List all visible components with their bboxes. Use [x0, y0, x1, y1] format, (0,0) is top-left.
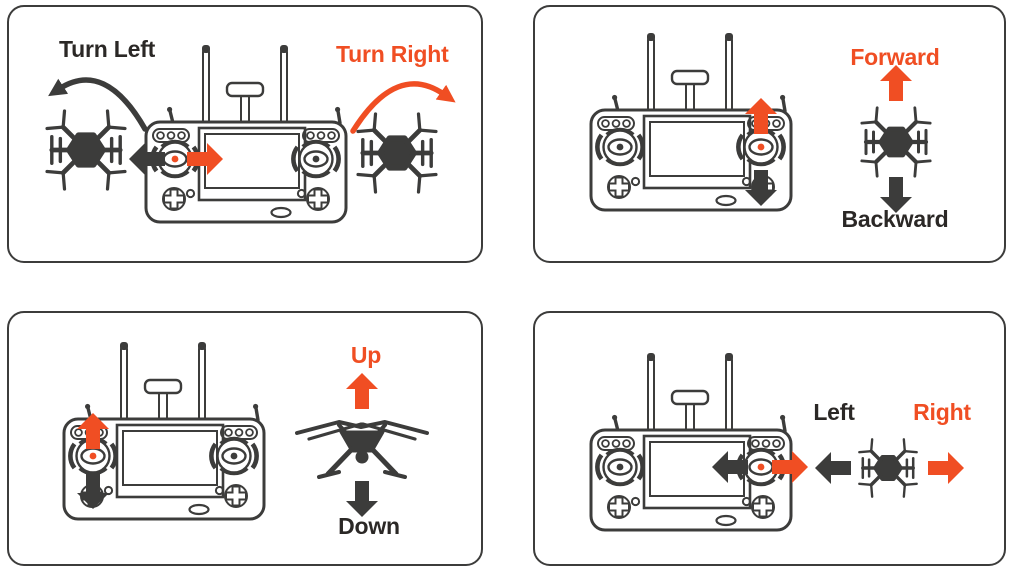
hexacopter-top-icon [29, 93, 143, 207]
stick-up-arrow-icon [745, 98, 777, 134]
stick-down-arrow-icon [77, 473, 109, 509]
hexacopter-top-icon [846, 426, 930, 510]
turn-left-label: Turn Left [59, 36, 156, 62]
right-arrow-icon [928, 452, 964, 484]
forward-label: Forward [850, 44, 940, 70]
hexacopter-top-icon [340, 96, 454, 210]
down-arrow-icon [346, 481, 378, 517]
turn-left-arc-icon [48, 77, 148, 132]
stick-right-arrow-icon [187, 143, 223, 175]
stick-up-arrow-icon [77, 413, 109, 449]
left-label: Left [813, 399, 855, 425]
stick-right-arrow-icon [772, 451, 808, 483]
down-label: Down [338, 513, 400, 539]
drone-side-icon [295, 412, 429, 490]
up-arrow-icon [346, 373, 378, 409]
stick-left-arrow-icon [712, 451, 748, 483]
up-label: Up [350, 342, 382, 368]
panel-up-down-control: Up Down [7, 311, 483, 566]
backward-arrow-icon [880, 177, 912, 213]
panel-left-right-control: Left Right [533, 311, 1006, 566]
turn-right-arc-icon [350, 81, 456, 134]
controller-icon [586, 345, 796, 535]
panel-turn-control: Turn Left Turn Right [7, 5, 483, 263]
stick-left-arrow-icon [129, 143, 165, 175]
right-label: Right [913, 399, 971, 425]
controller-icon [141, 37, 351, 227]
turn-right-label: Turn Right [336, 41, 449, 67]
panel-forward-backward-control: Forward Backward [533, 5, 1006, 263]
stick-down-arrow-icon [745, 170, 777, 206]
